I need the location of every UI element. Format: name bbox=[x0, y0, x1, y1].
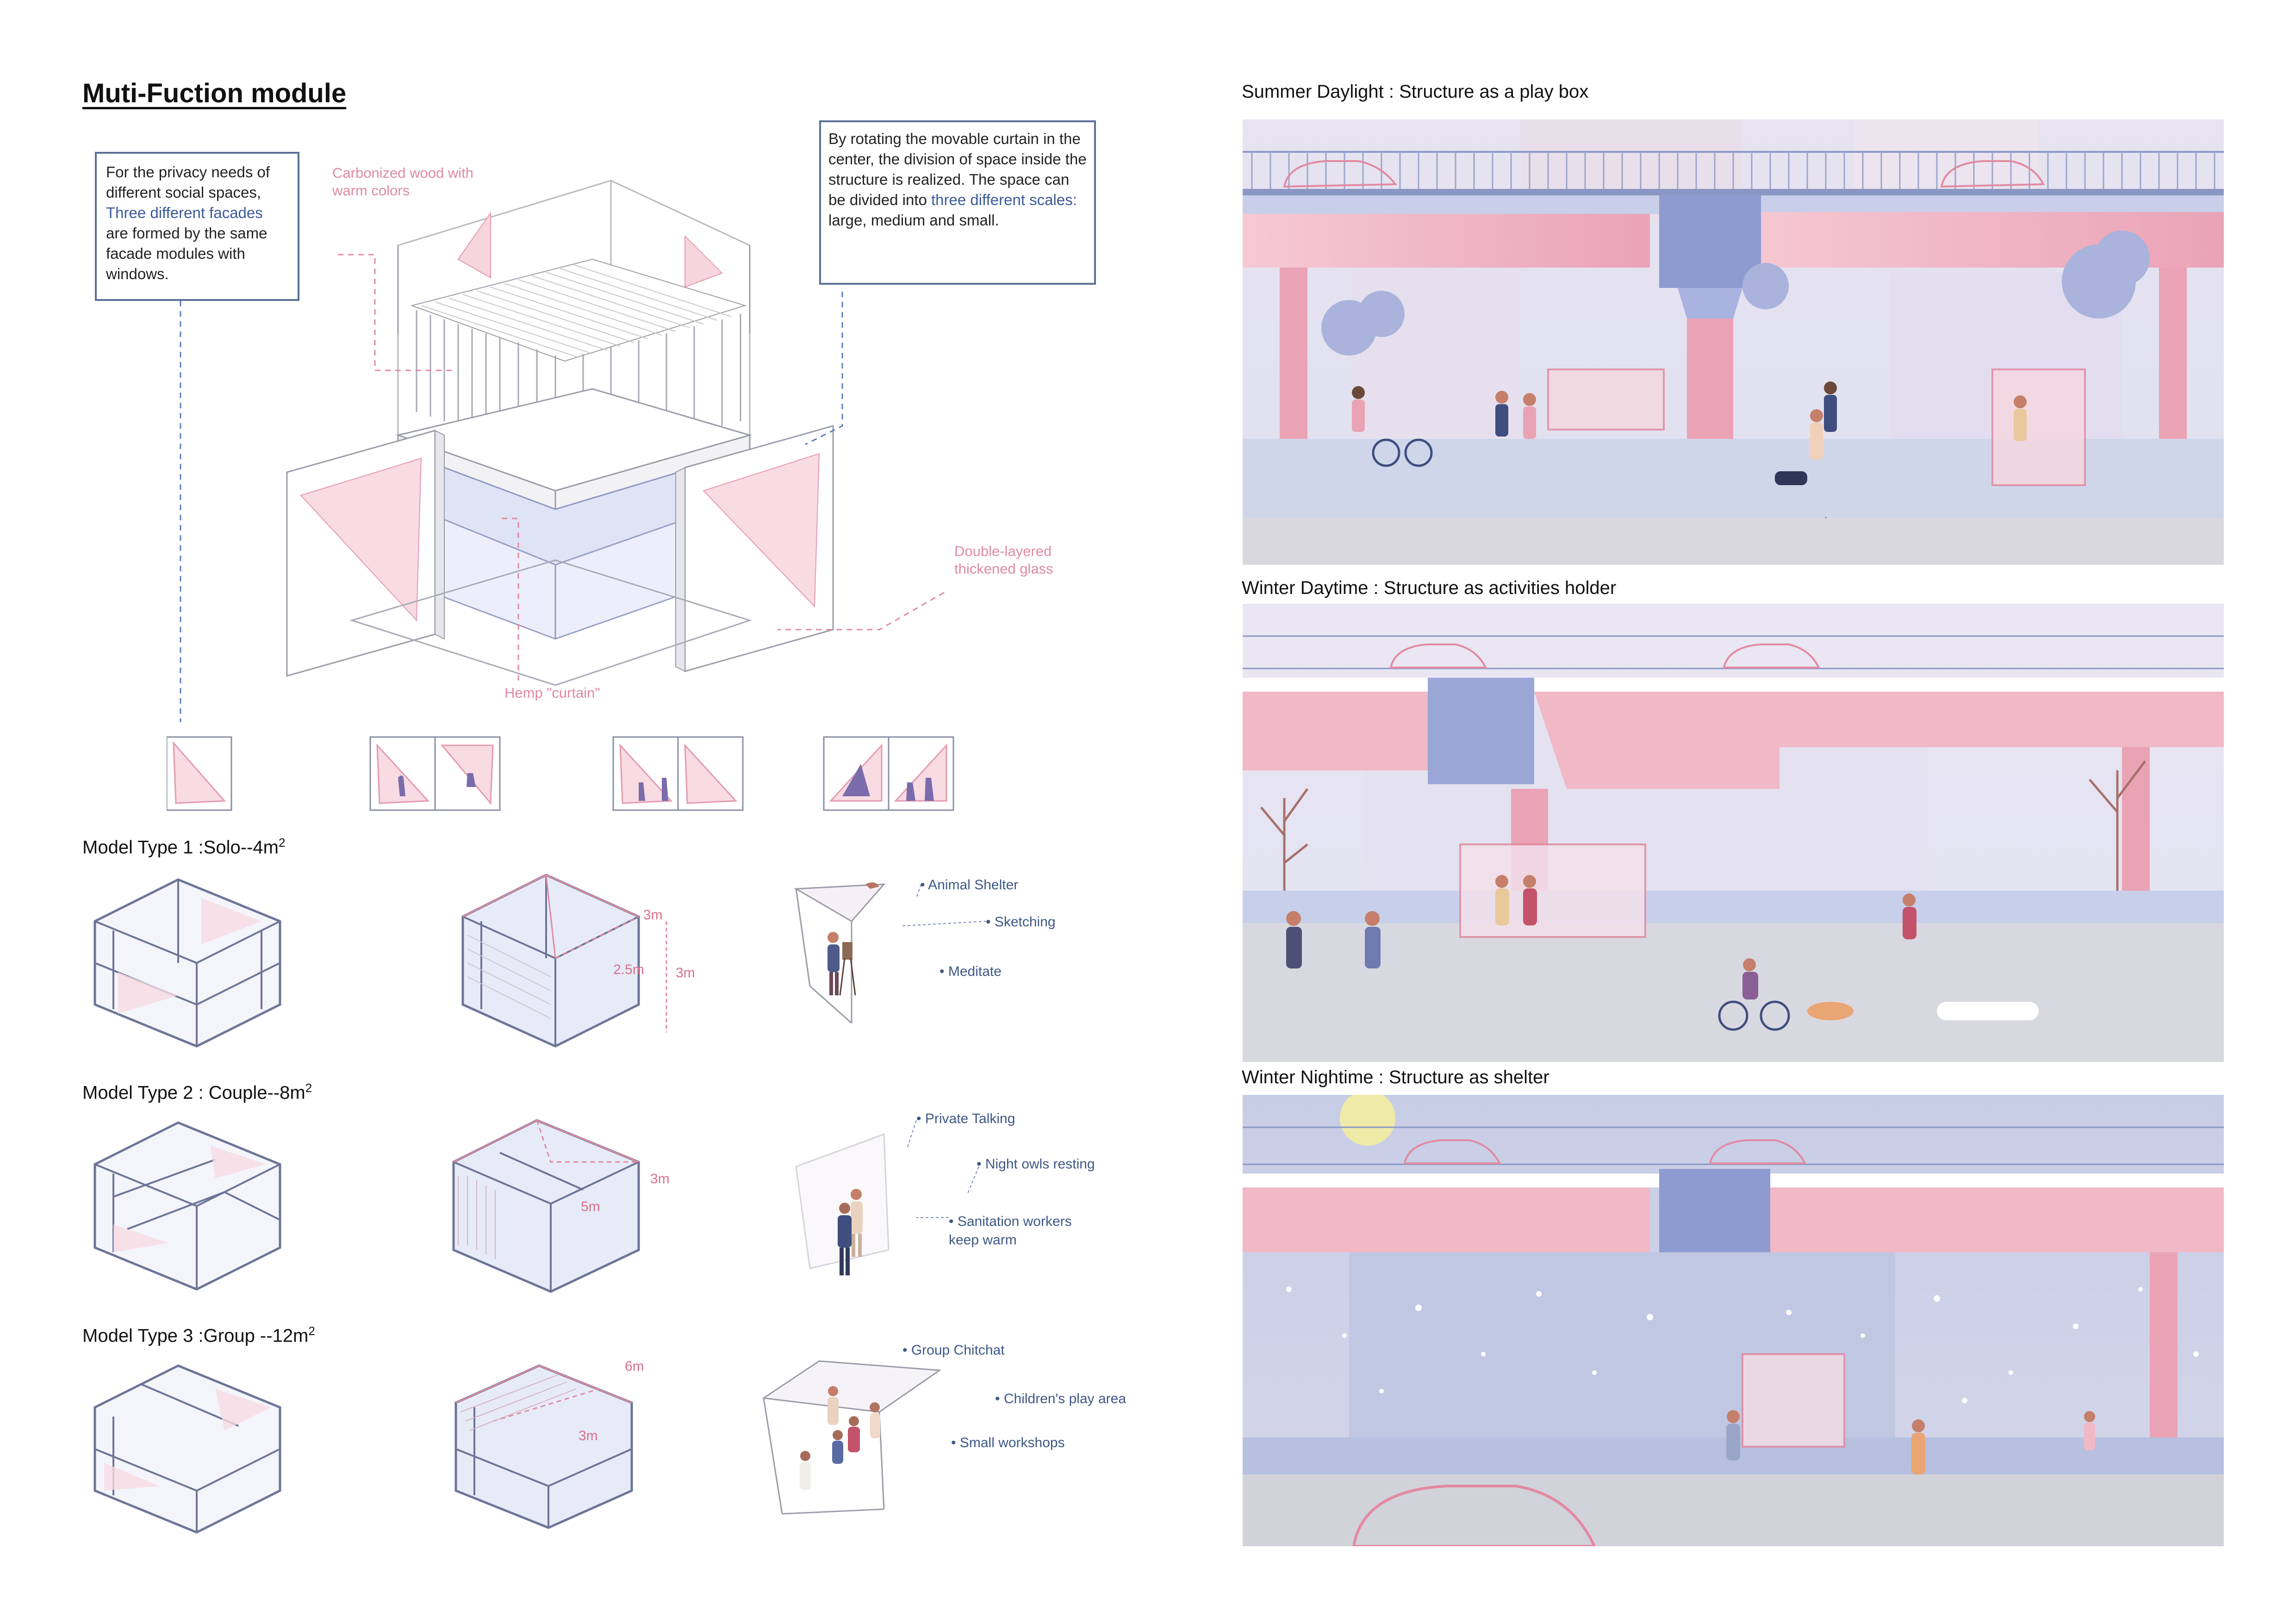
model-2-activity-1: • Private Talking bbox=[916, 1111, 1015, 1126]
scene-1-title: Summer Daylight : Structure as a play bo… bbox=[1242, 81, 1589, 102]
model-type-3-text: Model Type 3 :Group --12m bbox=[82, 1325, 309, 1346]
model-1-dim-a: 3m bbox=[643, 907, 663, 923]
facade-leader-line bbox=[180, 301, 181, 722]
model-1-frame bbox=[93, 878, 281, 1048]
model-type-1-label: Model Type 1 :Solo--4m2 bbox=[82, 836, 285, 858]
model-2-activity-3: • Sanitation workers bbox=[949, 1214, 1072, 1229]
model-1-activity-3: • Meditate bbox=[940, 964, 1002, 979]
facade-callout: For the privacy needs of different socia… bbox=[95, 152, 299, 301]
model-3-activity-illustration bbox=[761, 1360, 942, 1515]
model-type-3-sup: 2 bbox=[308, 1324, 315, 1338]
facade-callout-highlight: Three different facades bbox=[106, 204, 263, 221]
model-2-dim-a: 3m bbox=[650, 1171, 670, 1187]
model-3-activity-2: • Children's play area bbox=[995, 1391, 1126, 1406]
scene-2-title: Winter Daytime : Structure as activities… bbox=[1242, 578, 1617, 598]
model-3-dim-b: 3m bbox=[579, 1428, 598, 1443]
model-1-activity-illustration bbox=[793, 882, 886, 1024]
model-1-leaders bbox=[902, 884, 986, 926]
exploded-axonometric-diagram bbox=[286, 180, 945, 686]
page-title: Muti-Fuction module bbox=[82, 78, 347, 108]
model-1-height-line bbox=[666, 921, 667, 1032]
scene-3-title: Winter Nightime : Structure as shelter bbox=[1242, 1067, 1549, 1087]
model-1-dim-c: 3m bbox=[676, 965, 695, 981]
curtain-callout-text-2: large, medium and small. bbox=[828, 212, 999, 229]
wood-annotation: Carbonized wood with warm colors bbox=[332, 165, 474, 199]
curtain-callout-text-1: By rotating the movable curtain in the c… bbox=[828, 130, 1087, 208]
model-2-dimensioned bbox=[452, 1119, 640, 1293]
facade-callout-text-2: are formed by the same facade modules wi… bbox=[106, 225, 268, 282]
model-1-activity-2: • Sketching bbox=[986, 914, 1056, 930]
model-3-dimensioned bbox=[454, 1364, 633, 1529]
scene-winter-day-illustration bbox=[1243, 604, 2224, 1062]
model-2-frame bbox=[93, 1121, 281, 1291]
model-type-3-label: Model Type 3 :Group --12m2 bbox=[82, 1324, 315, 1346]
scene-summer-illustration bbox=[1243, 119, 2224, 565]
model-3-frame bbox=[93, 1364, 281, 1534]
model-1-activity-1: • Animal Shelter bbox=[920, 877, 1019, 893]
model-type-2-label: Model Type 2 : Couple--8m2 bbox=[82, 1081, 312, 1103]
curtain-callout-highlight: three different scales: bbox=[931, 191, 1077, 208]
model-2-activity-2: • Night owls resting bbox=[977, 1156, 1095, 1172]
model-1-dimensioned bbox=[461, 874, 640, 1048]
model-type-1-text: Model Type 1 :Solo--4m bbox=[82, 837, 279, 858]
scene-winter-night-illustration bbox=[1243, 1095, 2224, 1546]
model-2-activity-illustration bbox=[795, 1133, 890, 1275]
facade-callout-text-1: For the privacy needs of different socia… bbox=[106, 163, 270, 201]
model-type-1-sup: 2 bbox=[278, 836, 286, 849]
model-3-activity-1: • Group Chitchat bbox=[902, 1343, 1005, 1358]
model-2-activity-3b: keep warm bbox=[949, 1232, 1017, 1248]
model-3-activity-3: • Small workshops bbox=[951, 1435, 1065, 1450]
glass-annotation: Double-layered thickened glass bbox=[954, 543, 1053, 577]
model-2-leaders bbox=[907, 1120, 979, 1218]
model-type-2-sup: 2 bbox=[305, 1081, 312, 1095]
model-2-dim-b: 5m bbox=[581, 1199, 600, 1214]
model-1-dim-b: 2.5m bbox=[613, 962, 644, 977]
model-3-dim-a: 6m bbox=[625, 1359, 644, 1374]
model-type-2-text: Model Type 2 : Couple--8m bbox=[82, 1082, 305, 1103]
curtain-annotation: Hemp "curtain" bbox=[504, 685, 600, 701]
facade-variants-row bbox=[167, 736, 954, 811]
curtain-callout: By rotating the movable curtain in the c… bbox=[819, 120, 1096, 285]
